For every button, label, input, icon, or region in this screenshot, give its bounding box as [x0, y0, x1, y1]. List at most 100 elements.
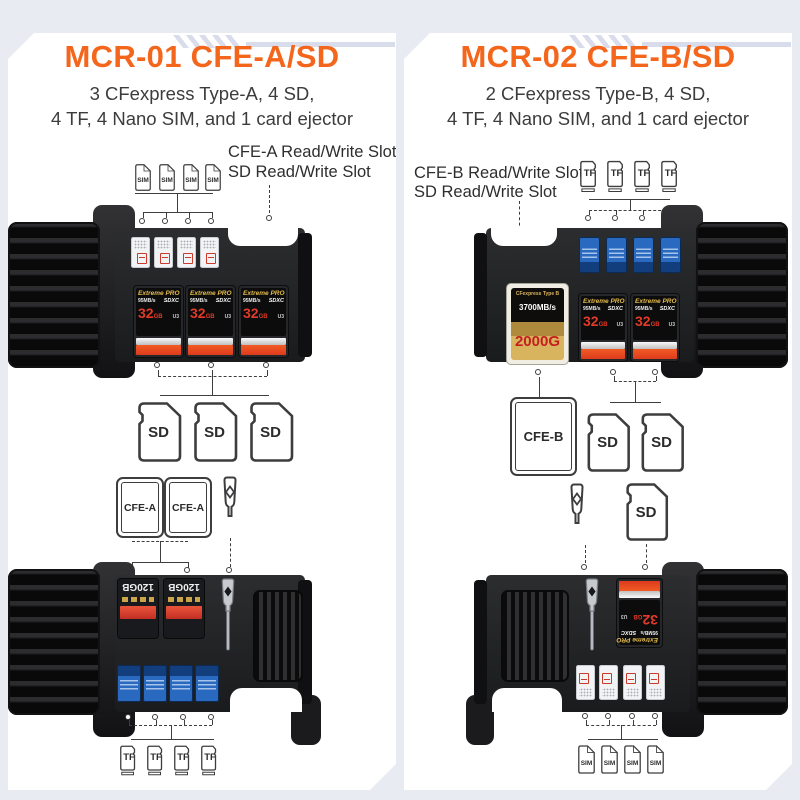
leader-dot: [639, 215, 645, 221]
panel-mcr-01: MCR-01 CFE-A/SD 3 CFexpress Type-A, 4 SD…: [8, 33, 396, 790]
tf-card-icon: TF: [119, 745, 139, 776]
tf-card: [579, 237, 600, 273]
panel-mcr-02: MCR-02 CFE-B/SD 2 CFexpress Type-B, 4 SD…: [404, 33, 792, 790]
nano-sim-card: [200, 237, 219, 268]
tf-card: [143, 665, 167, 702]
ribbed-grip-panel: [253, 590, 303, 682]
case-notch: [491, 226, 557, 246]
leader-line: [166, 212, 167, 218]
leader-dot: [184, 567, 190, 573]
tf-card-icon: TF: [579, 160, 600, 193]
nano-sim-card: [154, 237, 173, 268]
annotation-sd-slot: SD Read/Write Slot: [414, 183, 557, 201]
leader-line: [267, 370, 268, 376]
leader-line: [131, 739, 214, 740]
leader-line: [630, 199, 631, 210]
leader-line: [160, 395, 269, 396]
case-notch: [492, 688, 562, 712]
leader-line: [129, 725, 212, 726]
leader-line: [589, 210, 671, 211]
leader-line: [156, 720, 157, 725]
leader-line: [588, 739, 658, 740]
tf-card: [169, 665, 193, 702]
case-ribbed-shell: [8, 569, 100, 715]
sim-card-icon: SIM: [159, 164, 175, 191]
annotation-cfe-slot: CFE-A Read/Write Slot: [228, 143, 397, 161]
tf-card-icon: TF: [606, 160, 627, 193]
annotation-cfe-slot: CFE-B Read/Write Slot: [414, 164, 584, 182]
case-edge-strip: [474, 233, 487, 357]
sim-card-icon: SIM: [578, 745, 595, 774]
leader-dot: [605, 713, 611, 719]
leader-dot: [642, 564, 648, 570]
leader-line: [212, 370, 213, 376]
leader-dot: [582, 713, 588, 719]
leader-line: [158, 370, 159, 376]
sd-card-icon: SD: [135, 402, 182, 462]
decor-bar: [246, 42, 395, 47]
ejector-pin: [583, 578, 601, 652]
tf-card: [633, 237, 654, 273]
tf-card-icon: TF: [173, 745, 193, 776]
subtitle-line: 4 TF, 4 Nano SIM, and 1 card ejector: [447, 108, 749, 129]
tf-card-icon: TF: [633, 160, 654, 193]
leader-dot: [585, 215, 591, 221]
sd-card-icon: SD: [584, 413, 631, 472]
leader-line: [614, 376, 615, 381]
ejector-pin: [219, 578, 237, 652]
leader-line: [188, 562, 189, 568]
leader-dot: [154, 362, 160, 368]
case-notch: [228, 226, 298, 246]
leader-line: [143, 212, 212, 213]
leader-line: [143, 212, 144, 218]
leader-line: [177, 193, 178, 212]
leader-line: [129, 720, 130, 725]
leader-line: [189, 212, 190, 218]
sd-card-icon: SD: [638, 413, 685, 472]
decor-bar: [642, 42, 791, 47]
cfexpress-a-card: 120GB: [163, 578, 205, 639]
leader-line: [585, 545, 586, 563]
leader-line: [212, 720, 213, 725]
leader-line: [589, 199, 670, 200]
leader-line: [589, 210, 590, 215]
case-ribbed-shell: [8, 222, 100, 368]
ribbed-grip-panel: [501, 590, 569, 682]
sd-card-icon: SD: [191, 402, 238, 462]
leader-dot: [185, 218, 191, 224]
leader-dot: [139, 218, 145, 224]
ejector-pin-icon: [220, 476, 240, 535]
leader-line: [621, 725, 622, 739]
subtitle-line: 2 CFexpress Type-B, 4 SD,: [485, 83, 711, 104]
leader-line: [656, 376, 657, 381]
leader-line: [635, 381, 636, 402]
nano-sim-card: [599, 665, 618, 700]
tf-card: [195, 665, 219, 702]
sim-card-icon: SIM: [135, 164, 151, 191]
leader-dot: [208, 362, 214, 368]
cfe-a-card-icon: CFE-A: [164, 477, 212, 538]
page-title: MCR-02 CFE-B/SD: [460, 39, 736, 74]
subtitle-line: 3 CFexpress Type-A, 4 SD,: [89, 83, 315, 104]
sim-card-icon: SIM: [647, 745, 664, 774]
leader-dot: [535, 369, 541, 375]
subtitle-line: 4 TF, 4 Nano SIM, and 1 card ejector: [51, 108, 353, 129]
cfe-b-card-icon: CFE-B: [510, 397, 577, 476]
case-edge-strip: [474, 580, 487, 704]
case-notch: [230, 688, 302, 712]
leader-line: [643, 210, 644, 215]
nano-sim-card: [131, 237, 150, 268]
sim-card-icon: SIM: [205, 164, 221, 191]
tf-card: [606, 237, 627, 273]
sd-card-icon: SD: [623, 483, 669, 541]
tf-card: [660, 237, 681, 273]
leader-dot: [263, 362, 269, 368]
tf-card-icon: TF: [146, 745, 166, 776]
leader-line: [609, 720, 610, 725]
case-edge-strip: [298, 233, 312, 357]
leader-line: [171, 725, 172, 739]
